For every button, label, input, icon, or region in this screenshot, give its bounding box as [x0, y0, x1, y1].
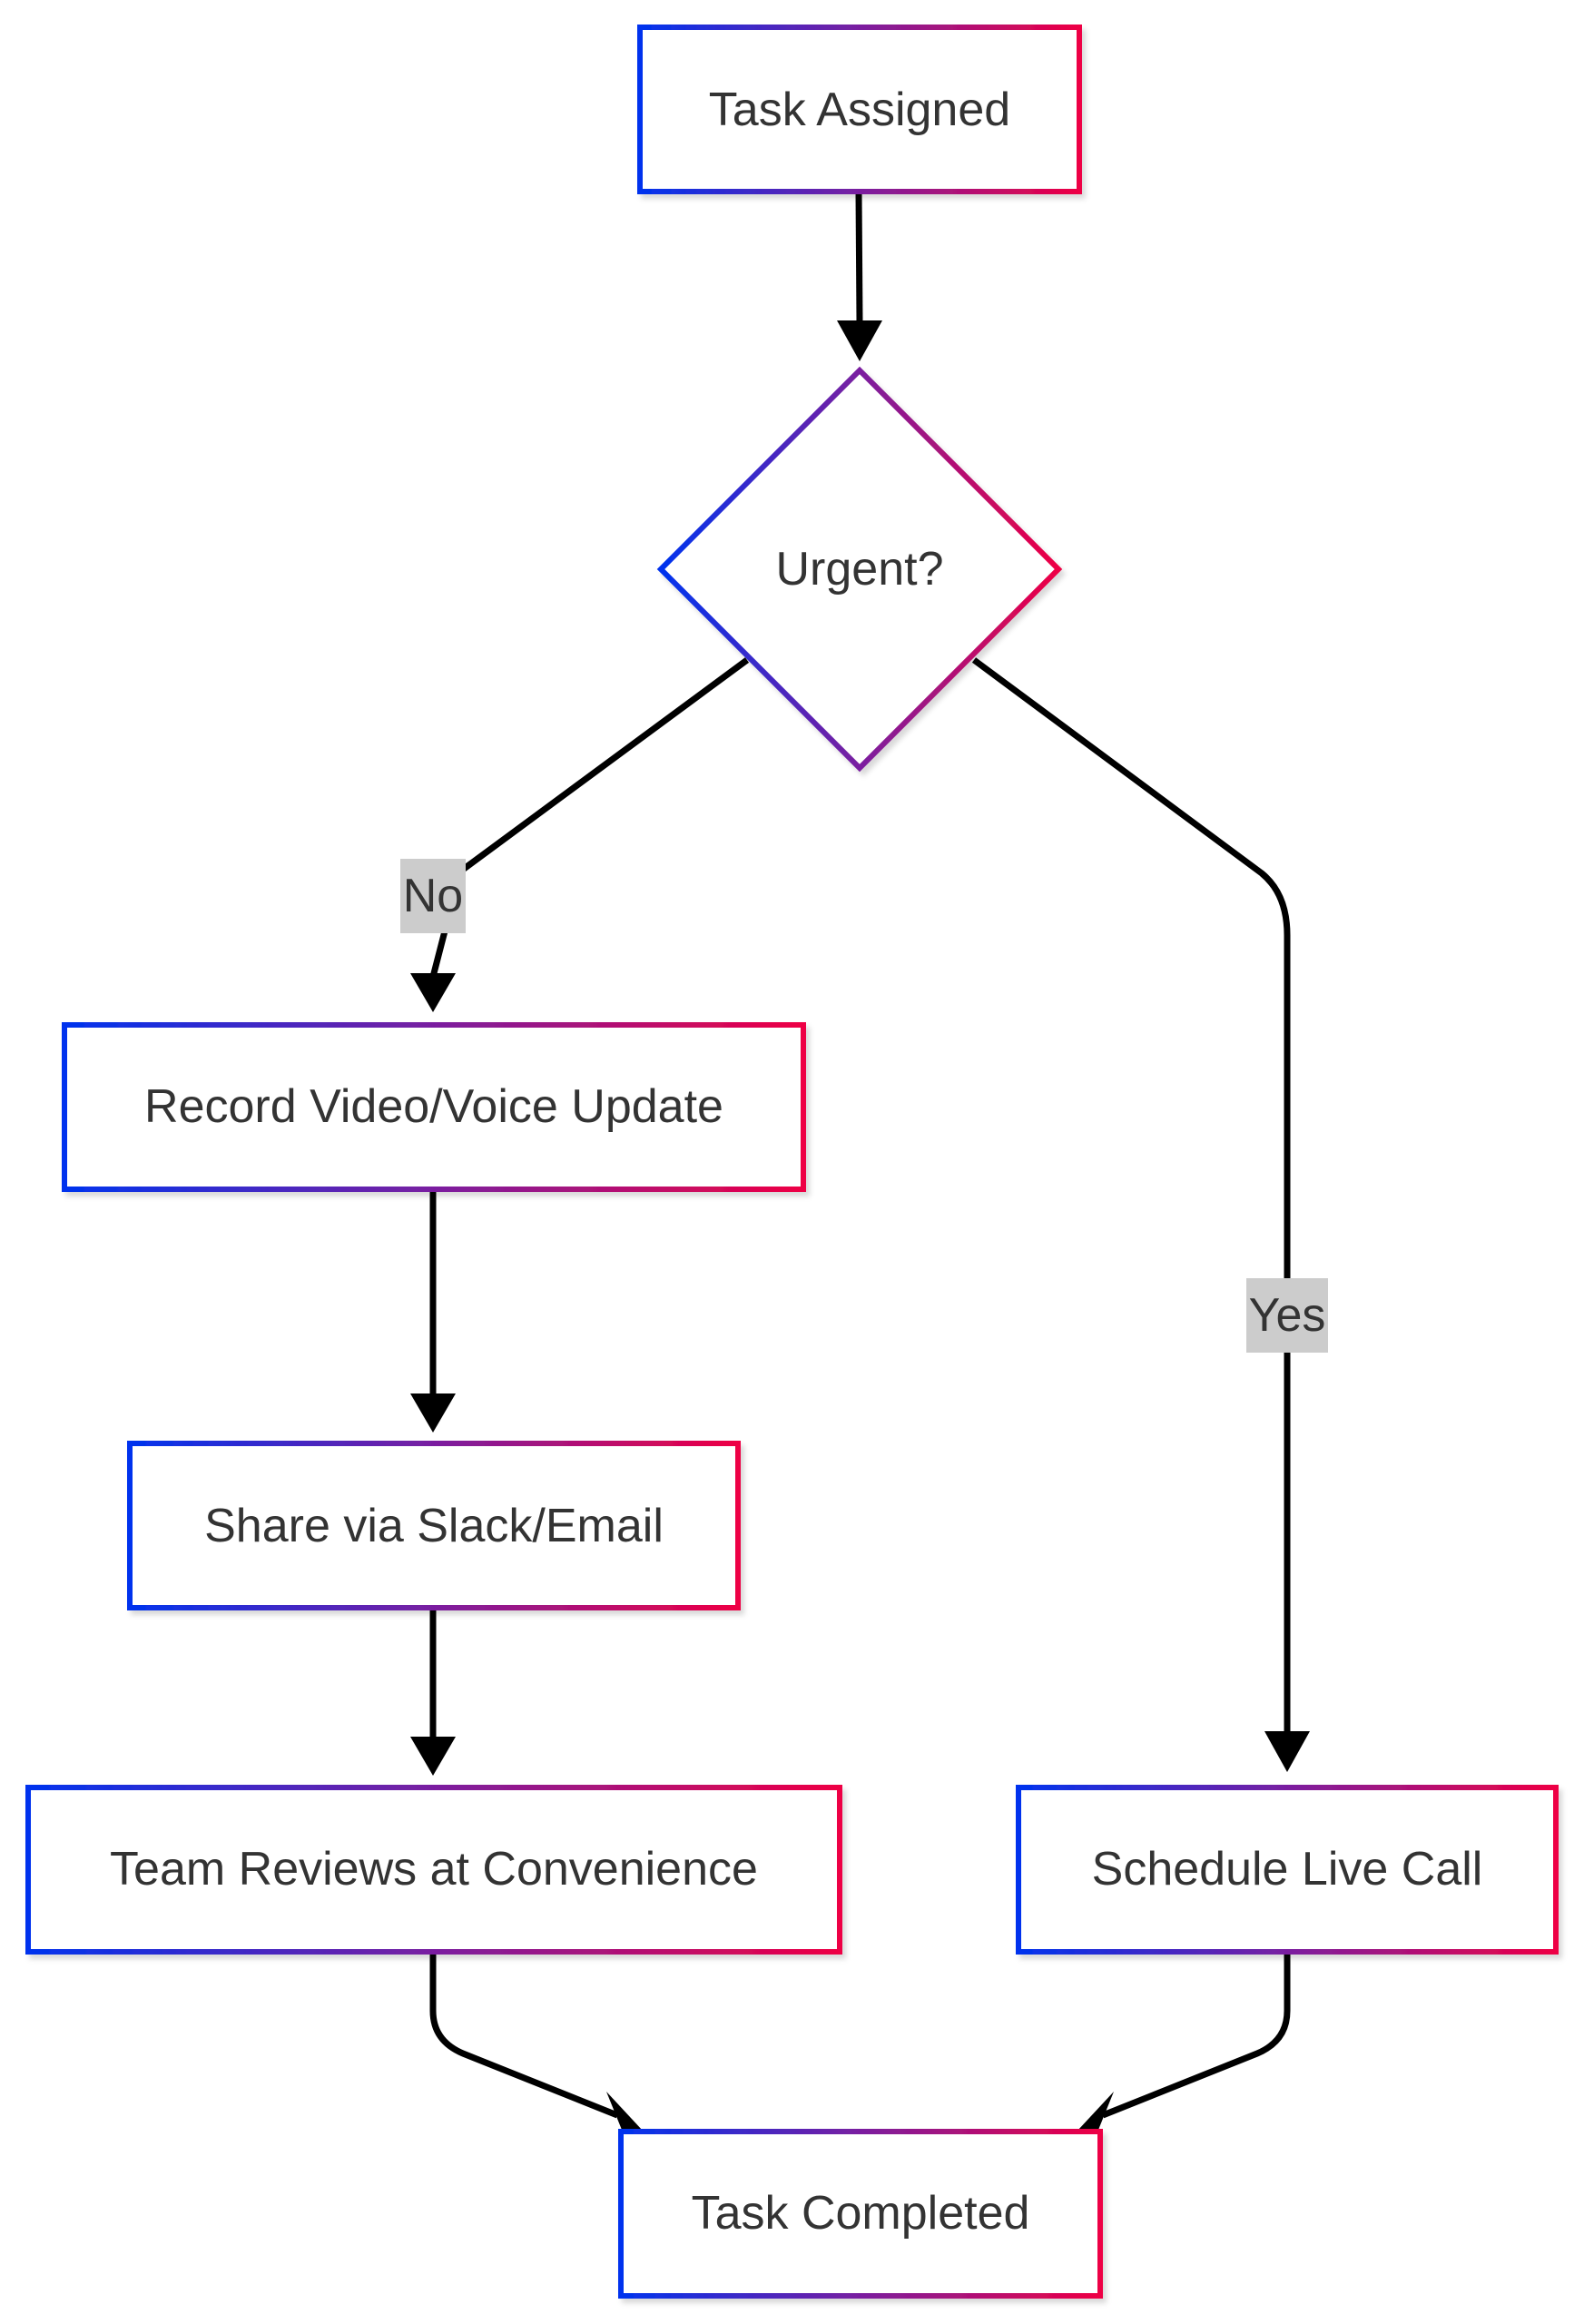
node-urgent-label: Urgent?	[776, 543, 944, 596]
edge-label-no-text: No	[403, 870, 463, 922]
node-record-update[interactable]: Record Video/Voice Update	[62, 1022, 806, 1192]
edge-urgent-to-record	[429, 657, 750, 978]
node-record-update-label: Record Video/Voice Update	[144, 1080, 723, 1133]
edges: No Yes	[400, 192, 1328, 2139]
node-schedule-call-label: Schedule Live Call	[1092, 1843, 1483, 1896]
edge-label-yes-text: Yes	[1249, 1289, 1326, 1342]
arrowhead-icon	[837, 320, 882, 361]
arrowhead-icon	[410, 1737, 456, 1776]
node-task-completed-label: Task Completed	[692, 2187, 1030, 2240]
arrowhead-icon	[1077, 2092, 1114, 2139]
node-urgent-decision[interactable]: Urgent?	[656, 366, 1063, 773]
node-share-label: Share via Slack/Email	[204, 1500, 664, 1552]
node-share[interactable]: Share via Slack/Email	[127, 1441, 741, 1610]
node-task-assigned[interactable]: Task Assigned	[637, 25, 1082, 194]
arrowhead-icon	[1264, 1731, 1310, 1772]
arrowhead-icon	[410, 1393, 456, 1433]
node-task-completed[interactable]: Task Completed	[618, 2129, 1103, 2299]
edge-schedule-to-completed	[1101, 1951, 1291, 2119]
edge-label-no: No	[400, 859, 466, 933]
edge-team-reviews-to-completed	[429, 1951, 619, 2119]
edge-label-yes: Yes	[1246, 1278, 1328, 1353]
arrowhead-icon	[410, 973, 456, 1012]
node-team-reviews-label: Team Reviews at Convenience	[110, 1843, 758, 1896]
node-team-reviews[interactable]: Team Reviews at Convenience	[25, 1785, 842, 1955]
edge-urgent-to-schedule	[971, 657, 1291, 1732]
arrowhead-icon	[606, 2092, 643, 2139]
node-schedule-call[interactable]: Schedule Live Call	[1016, 1785, 1559, 1955]
node-task-assigned-label: Task Assigned	[709, 84, 1010, 136]
edge-task-assigned-to-urgent	[855, 192, 863, 323]
